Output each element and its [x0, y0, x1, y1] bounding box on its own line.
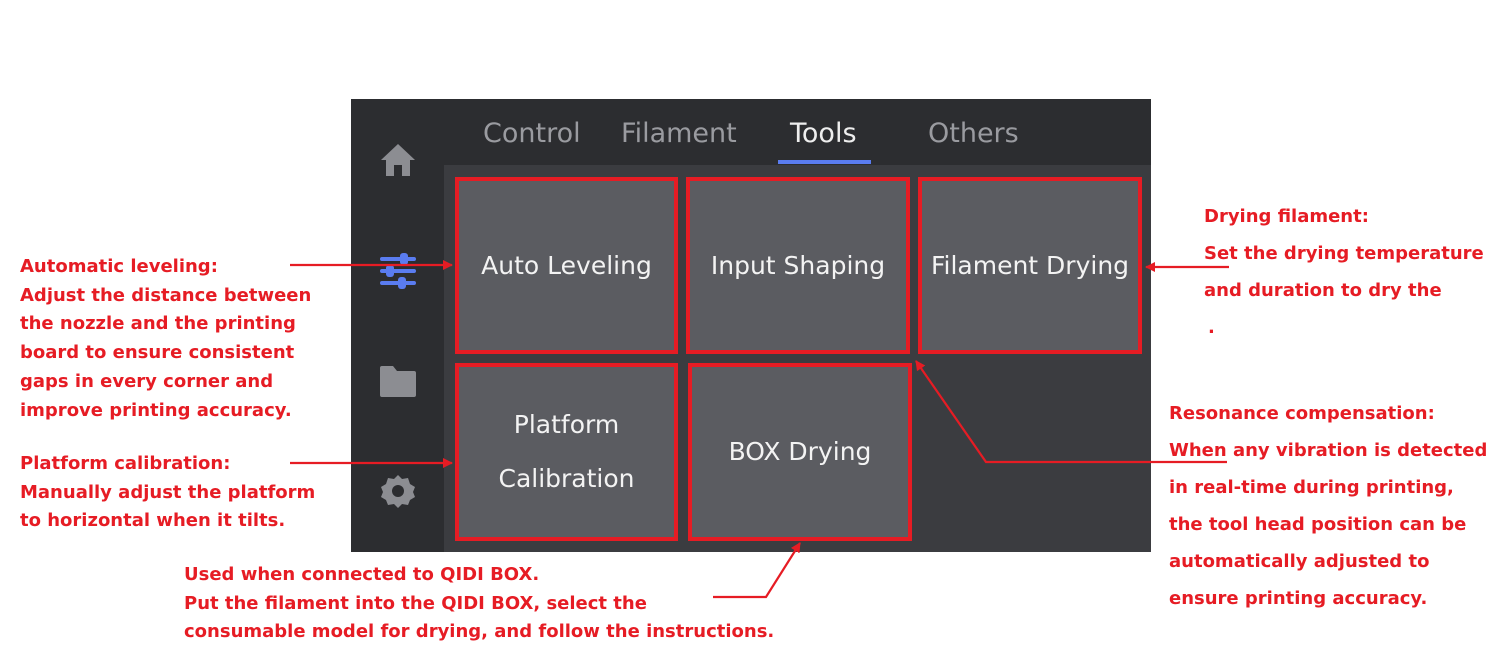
- platform-calibration-annotation: Platform calibration: Manually adjust th…: [20, 450, 315, 536]
- active-tab-indicator: [778, 160, 871, 164]
- platform-calibration-label-line2: Calibration: [498, 464, 635, 493]
- tab-filament[interactable]: Filament: [621, 118, 737, 149]
- annotation-line: in real-time during printing,: [1169, 477, 1454, 498]
- annotation-line: Used when connected to QIDI BOX.: [184, 564, 540, 585]
- sliders-icon[interactable]: [378, 251, 418, 291]
- tab-tools[interactable]: Tools: [790, 118, 857, 149]
- tab-control[interactable]: Control: [483, 118, 581, 149]
- annotation-line: .: [1208, 317, 1215, 338]
- annotation-line: Drying filament:: [1204, 206, 1369, 227]
- filament-drying-button[interactable]: Filament Drying: [918, 177, 1142, 354]
- auto-leveling-button[interactable]: Auto Leveling: [455, 177, 678, 354]
- platform-calibration-label-line1: Platform: [513, 410, 620, 439]
- auto-leveling-label: Auto Leveling: [481, 250, 652, 280]
- annotation-line: the nozzle and the printing: [20, 313, 296, 335]
- annotation-line: Put the filament into the QIDI BOX, sele…: [184, 592, 647, 614]
- input-shaping-label: Input Shaping: [710, 250, 886, 280]
- home-icon[interactable]: [378, 140, 418, 180]
- annotation-line: Adjust the distance between: [20, 284, 312, 306]
- annotation-line: When any vibration is detected: [1169, 440, 1488, 461]
- tab-bar: [444, 99, 1151, 165]
- annotation-line: improve printing accuracy.: [20, 399, 292, 421]
- box-drying-label: BOX Drying: [728, 437, 872, 466]
- annotation-line: Automatic leveling:: [20, 256, 218, 277]
- annotation-line: the tool head position can be: [1169, 514, 1467, 535]
- folder-icon[interactable]: [378, 361, 418, 401]
- input-shaping-annotation: Resonance compensation: When any vibrati…: [1169, 395, 1487, 617]
- annotation-line: Set the drying temperature: [1204, 243, 1484, 264]
- input-shaping-button[interactable]: Input Shaping: [686, 177, 910, 354]
- filament-drying-label: Filament Drying: [930, 250, 1130, 280]
- annotation-line: board to ensure consistent: [20, 342, 295, 364]
- annotation-line: automatically adjusted to: [1169, 551, 1430, 572]
- annotation-line: to horizontal when it tilts.: [20, 510, 286, 532]
- box-drying-button[interactable]: BOX Drying: [688, 363, 912, 541]
- annotation-line: consumable model for drying, and follow …: [184, 621, 775, 643]
- gear-icon[interactable]: [378, 471, 418, 511]
- annotation-line: and duration to dry the: [1204, 280, 1442, 301]
- tab-others[interactable]: Others: [928, 118, 1019, 149]
- filament-drying-annotation: Drying filament: Set the drying temperat…: [1204, 198, 1484, 346]
- box-drying-annotation: Used when connected to QIDI BOX. Put the…: [184, 561, 774, 647]
- annotation-line: Manually adjust the platform: [20, 481, 316, 503]
- platform-calibration-button[interactable]: Platform Calibration: [455, 363, 678, 541]
- auto-leveling-annotation: Automatic leveling: Adjust the distance …: [20, 253, 311, 425]
- annotation-line: gaps in every corner and: [20, 370, 274, 392]
- annotation-line: Resonance compensation:: [1169, 403, 1435, 424]
- annotation-line: Platform calibration:: [20, 453, 231, 474]
- annotation-line: ensure printing accuracy.: [1169, 588, 1428, 609]
